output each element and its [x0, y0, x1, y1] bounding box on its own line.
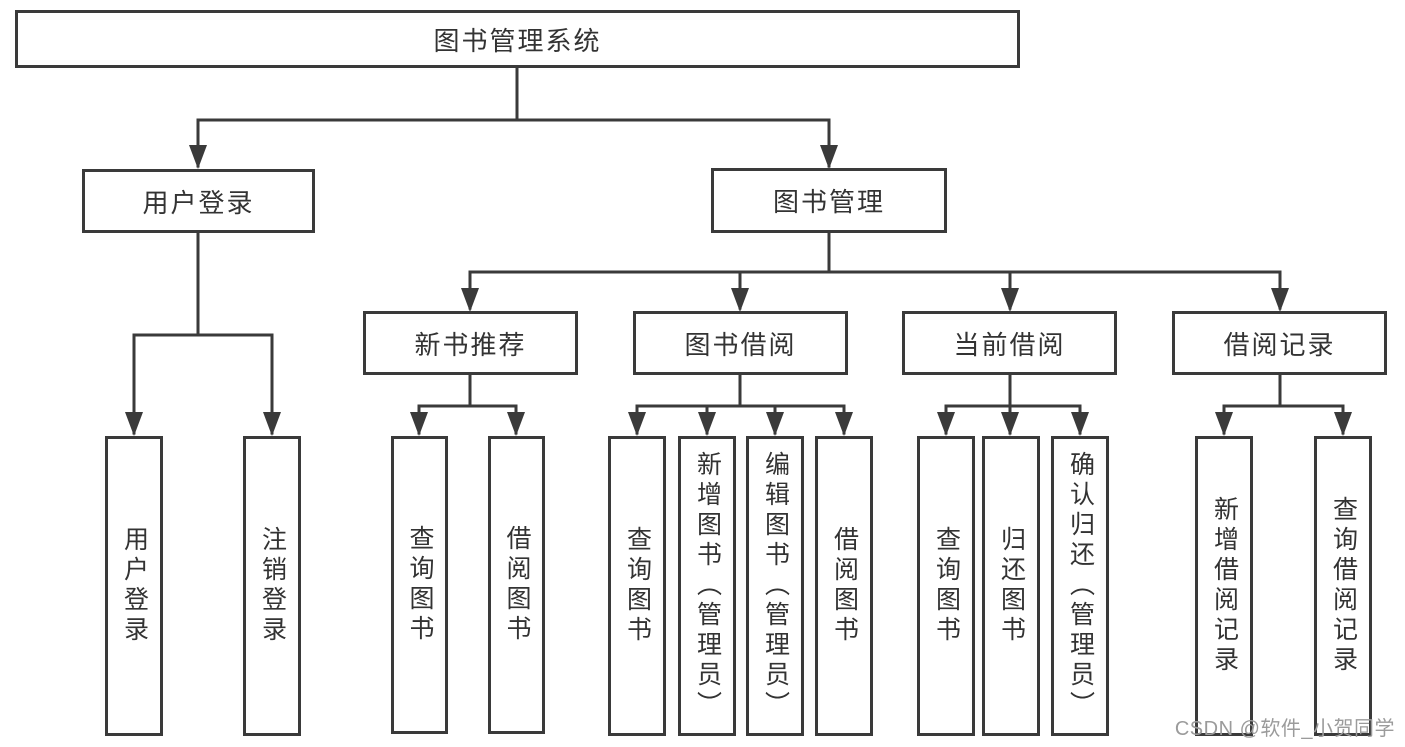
- node-book-borrowing: 图书借阅: [633, 311, 848, 375]
- csdn-watermark: CSDN @软件_小贺同学: [1174, 718, 1395, 740]
- leaf-query-books-recommend: 查询图书: [391, 436, 448, 734]
- leaf-confirm-return-admin: 确认归还（管理员）: [1051, 436, 1109, 736]
- leaf-borrow-books-recommend: 借阅图书: [488, 436, 545, 734]
- tree-edges: [132, 66, 1345, 435]
- leaf-add-borrow-record: 新增借阅记录: [1195, 436, 1253, 736]
- node-borrowing-records: 借阅记录: [1172, 311, 1387, 375]
- leaf-query-borrow-record: 查询借阅记录: [1314, 436, 1372, 736]
- leaf-logout: 注销登录: [243, 436, 301, 736]
- arrowheads: [125, 145, 1352, 436]
- node-current-borrowing: 当前借阅: [902, 311, 1117, 375]
- leaf-user-login: 用户登录: [105, 436, 163, 736]
- node-root: 图书管理系统: [15, 10, 1020, 68]
- leaf-borrow-books-borrowing: 借阅图书: [815, 436, 873, 736]
- leaf-query-books-current: 查询图书: [917, 436, 975, 736]
- node-user-login: 用户登录: [82, 169, 315, 233]
- leaf-return-books: 归还图书: [982, 436, 1040, 736]
- leaf-query-books-borrowing: 查询图书: [608, 436, 666, 736]
- node-book-management: 图书管理: [711, 168, 947, 233]
- leaf-edit-books-admin: 编辑图书（管理员）: [746, 436, 804, 736]
- leaf-add-books-admin: 新增图书（管理员）: [678, 436, 736, 736]
- node-new-book-recommend: 新书推荐: [363, 311, 578, 375]
